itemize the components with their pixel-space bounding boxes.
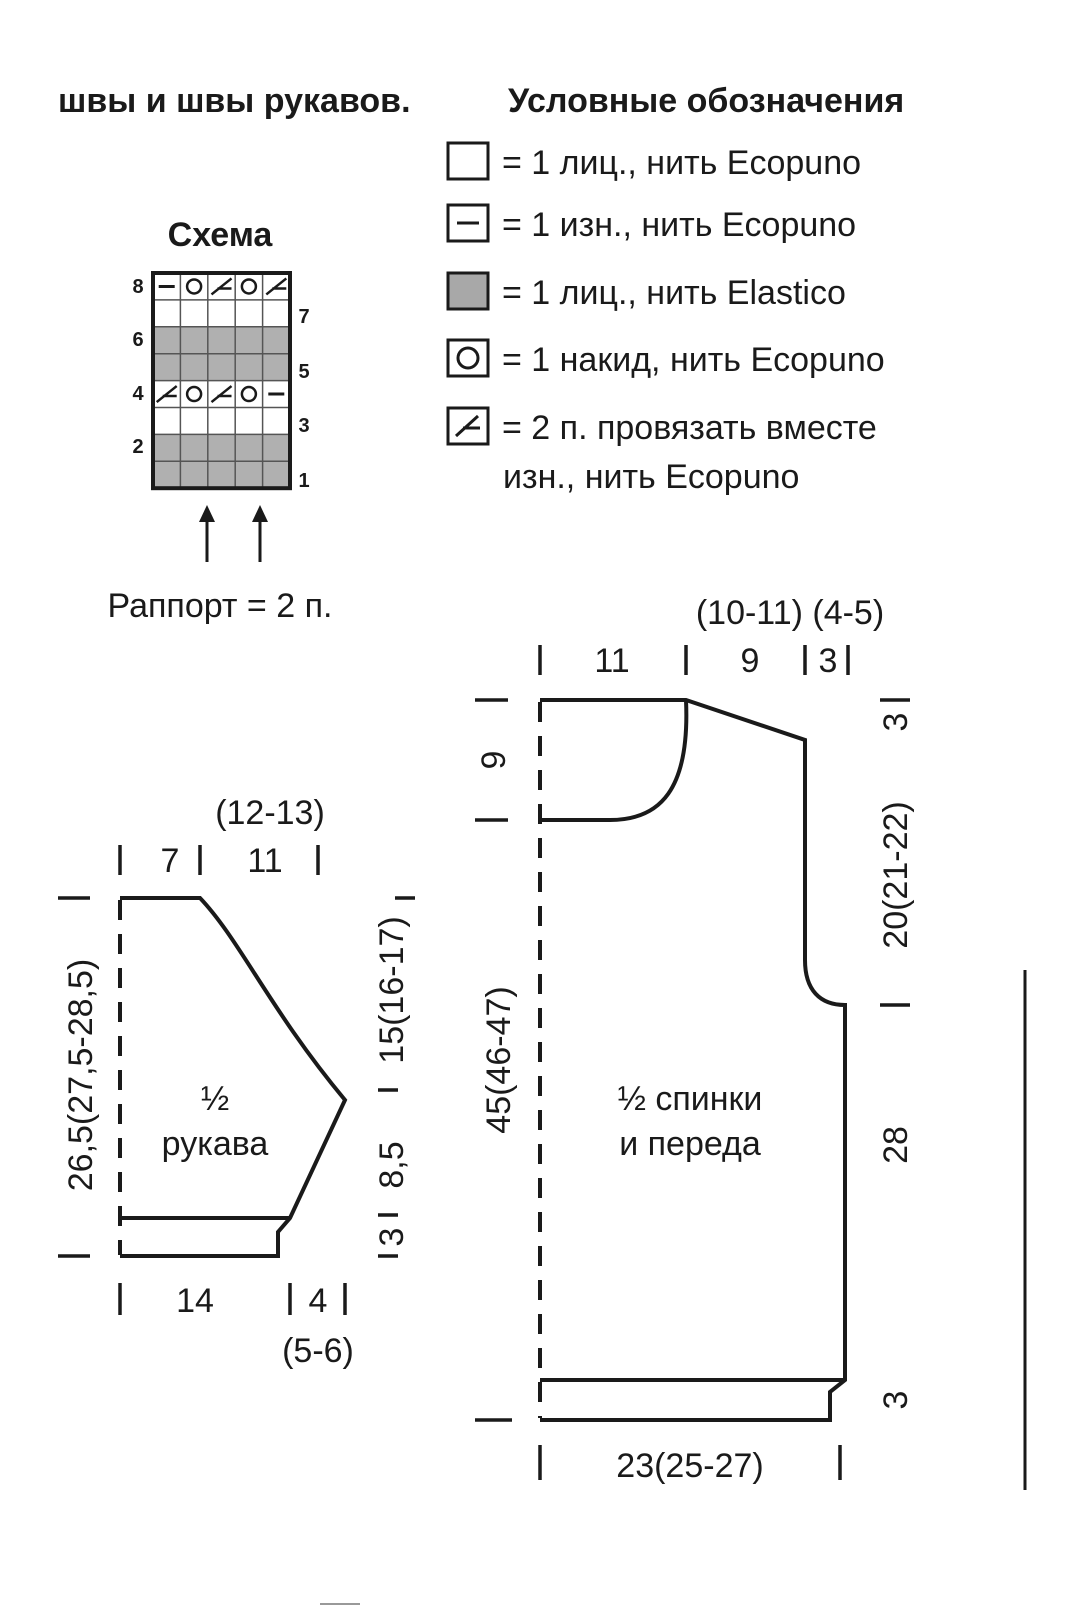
row-number: 8 xyxy=(132,276,143,298)
chart-title: Схема xyxy=(168,216,274,254)
sleeve-label: рукава xyxy=(162,1125,269,1163)
dim-label: 20(21-22) xyxy=(877,801,915,948)
body-outline xyxy=(540,698,847,1422)
row-number: 1 xyxy=(298,470,309,492)
chart-border xyxy=(151,271,292,491)
legend-item-text: = 1 накид, нить Ecopuno xyxy=(502,341,885,379)
dim-label: 11 xyxy=(594,642,629,680)
row-number: 2 xyxy=(132,436,143,458)
row-number: 4 xyxy=(132,383,144,405)
chart-row xyxy=(153,299,290,327)
sleeve-outline xyxy=(120,896,348,1258)
dim-label: 4 xyxy=(309,1282,328,1320)
legend-item-text-continued: изн., нить Ecopuno xyxy=(503,458,799,496)
dim-label: 23(25-27) xyxy=(616,1447,763,1485)
yarn-over-symbol-icon xyxy=(185,278,203,295)
dim-label: 28 xyxy=(877,1126,915,1164)
dim-label: 9 xyxy=(475,751,513,770)
dim-label: 7 xyxy=(161,842,180,880)
row-number: 6 xyxy=(132,329,143,351)
dim-label: 26,5(27,5-28,5) xyxy=(62,959,100,1192)
decrease-square-icon xyxy=(446,406,490,446)
yarn-over-symbol-icon xyxy=(185,385,203,403)
row-number: 3 xyxy=(298,415,309,437)
decrease-symbol-icon xyxy=(210,385,233,404)
circle-square-icon xyxy=(446,338,490,378)
chart-row xyxy=(153,353,290,381)
empty-square-icon xyxy=(446,141,490,181)
dim-label: 3 xyxy=(877,713,915,732)
dim-label: 11 xyxy=(247,842,282,880)
dim-label: 15(16-17) xyxy=(373,916,411,1063)
dim-label: 14 xyxy=(176,1282,214,1320)
chart-row xyxy=(153,434,290,462)
chart-row xyxy=(153,407,290,435)
yarn-over-symbol-icon xyxy=(240,385,258,403)
yarn-over-symbol-icon xyxy=(240,278,258,295)
stitch-chart: Схема 8 6 4 2 7 5 3 1 Раппорт = 2 п. xyxy=(108,216,333,625)
header-fragment: швы и швы рукавов. xyxy=(58,82,411,120)
legend-item-text: = 2 п. провязать вместе xyxy=(502,409,877,447)
neckline xyxy=(540,699,689,822)
dim-label: (12-13) xyxy=(215,794,325,832)
repeat-label: Раппорт = 2 п. xyxy=(108,587,333,625)
dim-label: (5-6) xyxy=(282,1332,354,1370)
dim-label: 3 xyxy=(877,1391,915,1410)
dash-square-icon xyxy=(446,203,490,243)
legend-item-text: = 1 изн., нить Ecopuno xyxy=(502,206,856,244)
decrease-symbol-icon xyxy=(265,277,288,296)
dim-label: 8,5 xyxy=(373,1141,411,1188)
legend-title: Условные обозначения xyxy=(508,82,904,120)
legend: Условные обозначения = 1 лиц., нить Ecop… xyxy=(446,82,904,496)
dim-label: 3 xyxy=(373,1228,411,1247)
dim-label: 3 xyxy=(819,642,838,680)
dim-label: (10-11) (4-5) xyxy=(696,594,884,632)
chart-row xyxy=(153,461,290,489)
arrow-up-icon xyxy=(199,505,215,562)
sleeve-schematic: ½ рукава (12-13) 7 11 26,5(27,5-28,5) 15… xyxy=(58,794,415,1370)
legend-item-text: = 1 лиц., нить Ecopuno xyxy=(502,144,861,182)
row-number: 7 xyxy=(298,306,309,328)
legend-item-text: = 1 лиц., нить Elastico xyxy=(502,274,846,312)
decrease-symbol-icon xyxy=(210,277,233,296)
body-label: и переда xyxy=(619,1125,761,1163)
dim-label: 9 xyxy=(741,642,760,680)
body-schematic: ½ спинки и переда (10-11) (4-5) 11 9 3 9… xyxy=(475,594,915,1485)
body-label: ½ спинки xyxy=(618,1080,763,1118)
row-number: 5 xyxy=(298,361,309,383)
sleeve-label: ½ xyxy=(201,1080,229,1118)
shaded-square-icon xyxy=(446,271,490,311)
decrease-symbol-icon xyxy=(155,385,178,404)
arrow-up-icon xyxy=(252,505,268,562)
dim-label: 45(46-47) xyxy=(480,986,518,1133)
chart-row xyxy=(153,326,290,354)
